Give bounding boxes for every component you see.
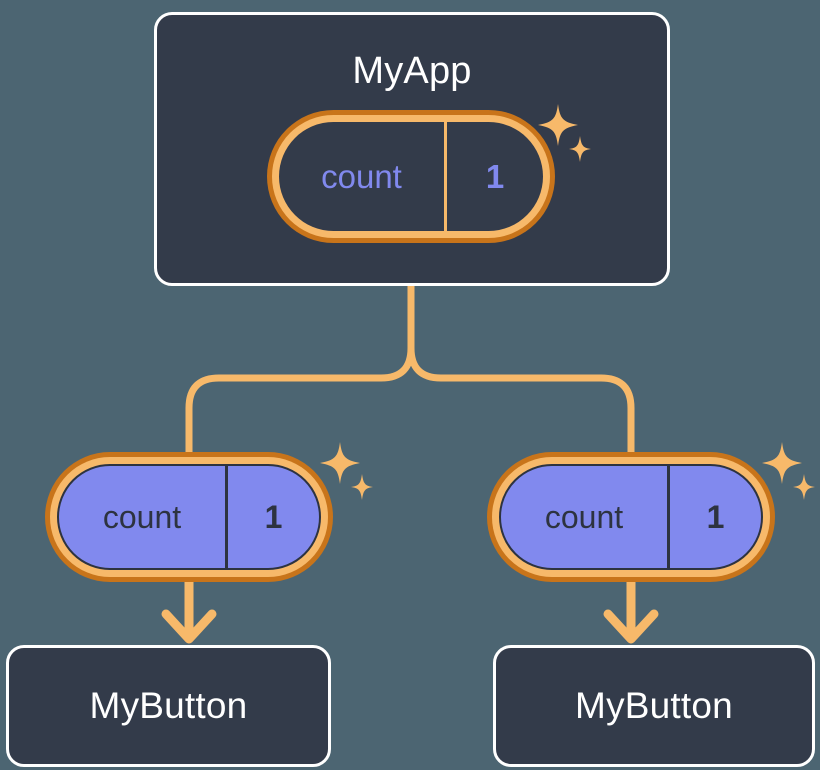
state-key-label: count [321, 157, 402, 195]
arrow-down-icon-left [161, 573, 217, 644]
state-key-label: count [102, 498, 182, 535]
state-value-label: 1 [264, 498, 283, 535]
state-value-label: 1 [706, 498, 725, 535]
pill-body: count 1 [279, 122, 543, 231]
state-pill-myapp[interactable]: count 1 [267, 110, 555, 243]
branch-connector [185, 282, 415, 464]
pill-divider [667, 466, 670, 568]
state-pill-child-left[interactable]: count 1 [45, 452, 333, 582]
node-title: MyButton [89, 685, 248, 726]
state-pill-child-right[interactable]: count 1 [487, 452, 775, 582]
page-title: MyApp [352, 50, 472, 92]
node-mybutton-right[interactable]: MyButton [493, 645, 815, 767]
pill-divider [444, 122, 447, 231]
pill-body: count 1 [57, 464, 321, 570]
pill-divider [225, 466, 228, 568]
arrow-down-icon-right [603, 573, 659, 644]
node-mybutton-left[interactable]: MyButton [6, 645, 331, 767]
node-title: MyButton [575, 685, 733, 726]
branch-connector-right [407, 344, 635, 464]
state-key-label: count [544, 498, 624, 535]
pill-body: count 1 [499, 464, 763, 570]
state-value-label: 1 [485, 157, 505, 195]
